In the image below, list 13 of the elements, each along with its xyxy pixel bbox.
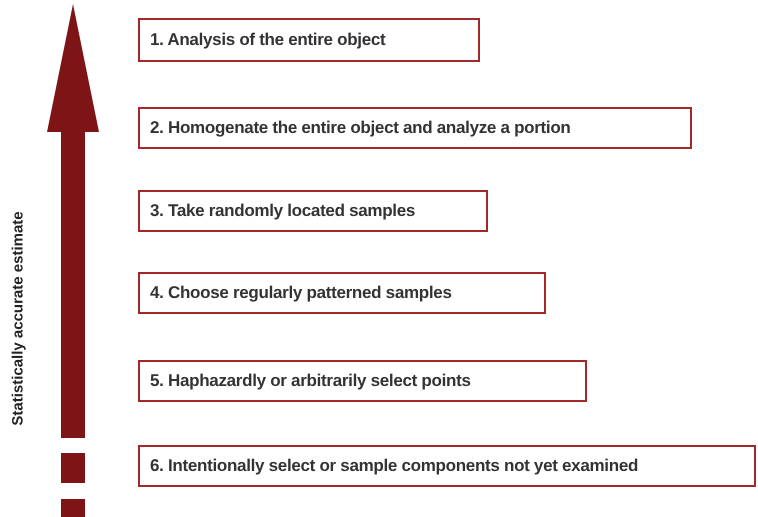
step-box [138, 445, 756, 487]
step-box [138, 18, 480, 62]
step-box [138, 272, 546, 314]
step-box [138, 107, 692, 149]
step-text: 1. Analysis of the entire object [150, 30, 386, 50]
step-text: 4. Choose regularly patterned samples [150, 283, 452, 303]
step-text: 5. Haphazardly or arbitrarily select points [150, 371, 471, 391]
step-text: 3. Take randomly located samples [150, 201, 416, 221]
step-text: 6. Intentionally select or sample components not yet examined [150, 456, 638, 476]
axis-label: Statistically accurate estimate [10, 210, 27, 426]
step-box [138, 360, 587, 402]
step-text: 2. Homogenate the entire object and analyze a portion [150, 118, 571, 138]
step-box [138, 190, 488, 232]
